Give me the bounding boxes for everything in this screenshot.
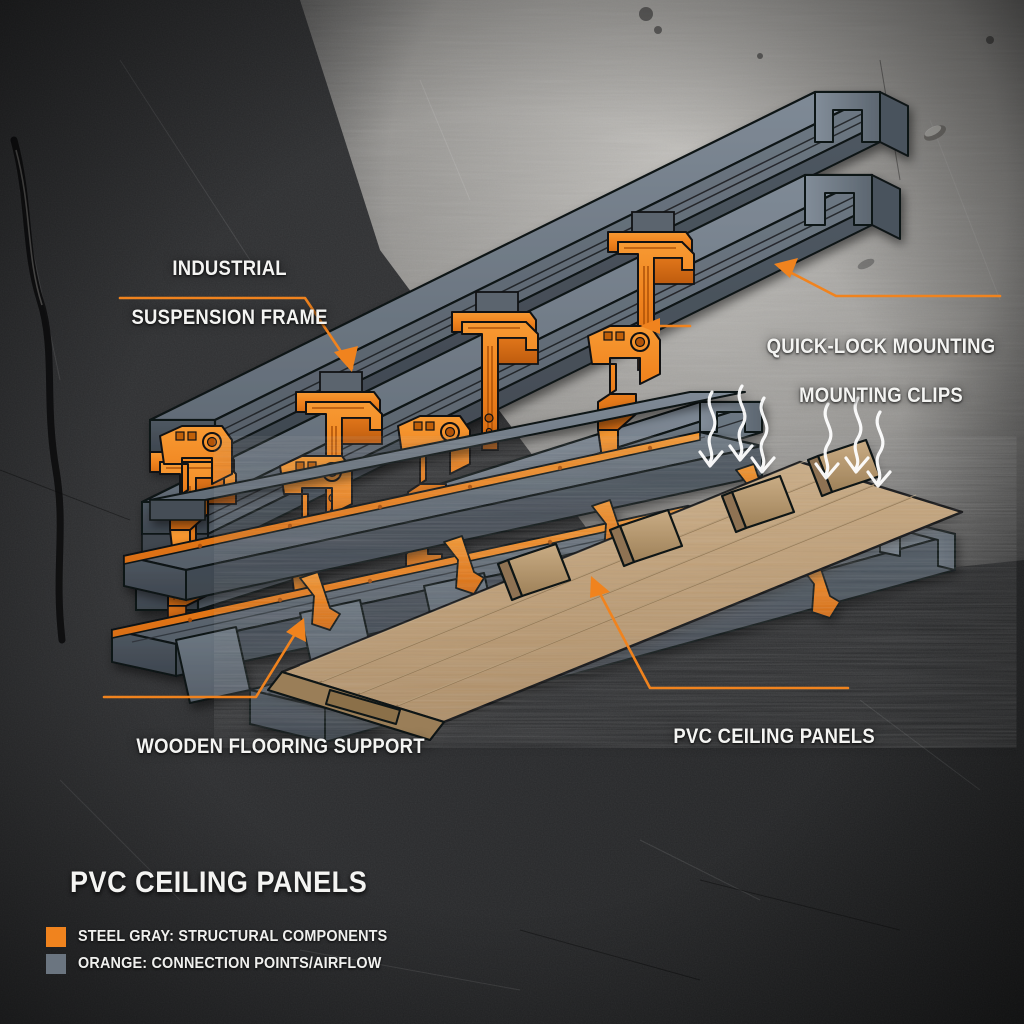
legend-label-connection: ORANGE: CONNECTION POINTS/AIRFLOW	[78, 955, 382, 972]
frame-rail-upper-back	[148, 90, 909, 471]
leader-pvc-ceiling-panels	[590, 576, 850, 690]
leader-quick-lock-lower	[640, 318, 692, 334]
legend-item: ORANGE: CONNECTION POINTS/AIRFLOW	[46, 952, 422, 976]
legend-item: STEEL GRAY: STRUCTURAL COMPONENTS	[46, 925, 422, 949]
leader-quick-lock-upper	[774, 258, 1002, 298]
leader-wooden-flooring-support	[102, 618, 306, 699]
callout-leader-lines	[102, 258, 1002, 699]
legend-label-structural: STEEL GRAY: STRUCTURAL COMPONENTS	[78, 928, 388, 945]
wooden-flooring-support	[267, 438, 964, 741]
page-title: PVC CEILING PANELS	[70, 866, 368, 899]
pvc-panel-rail-1	[149, 391, 746, 521]
pvc-slat-panel-A	[122, 430, 764, 602]
legend: STEEL GRAY: STRUCTURAL COMPONENTS ORANGE…	[46, 925, 422, 979]
wood-plank-ends	[496, 438, 882, 602]
legend-swatch-structural	[46, 927, 66, 947]
airflow-arrows	[698, 384, 892, 488]
legend-swatch-connection	[46, 954, 66, 974]
leader-industrial-suspension-frame	[118, 296, 358, 372]
